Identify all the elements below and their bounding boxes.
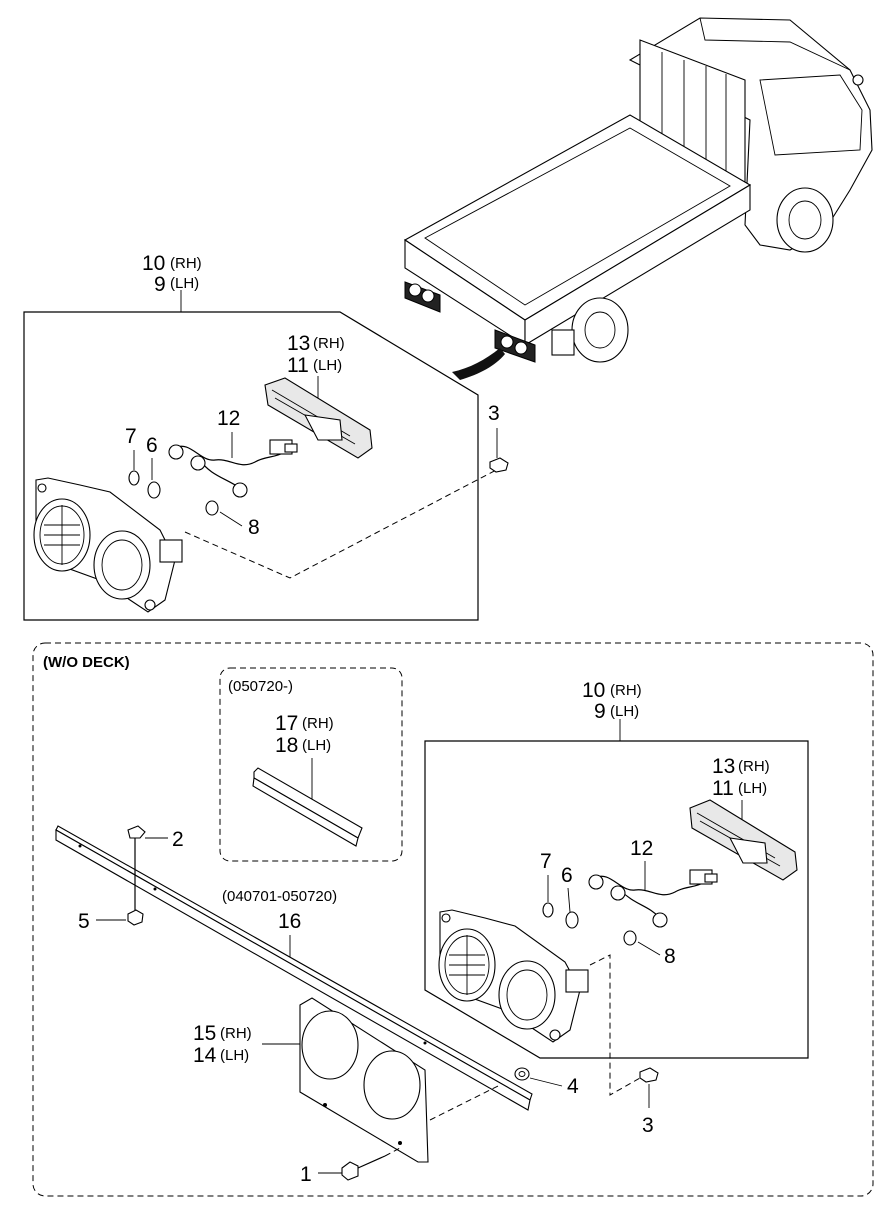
bottom-wire-harness [588, 869, 718, 928]
bottom-label-8: 8 [664, 945, 676, 968]
top-wire-harness [168, 439, 298, 498]
bottom-nut [639, 1067, 659, 1083]
top-label-6: 6 [146, 434, 158, 457]
bottom-label-13: 13 [712, 755, 735, 778]
bottom-label-13-side: (RH) [738, 758, 770, 775]
top-label-8: 8 [248, 516, 260, 539]
label-4: 4 [567, 1075, 579, 1098]
wo-deck-frame [32, 642, 874, 1197]
bottom-label-10-side: (RH) [610, 682, 642, 699]
label-14: 14 [193, 1044, 217, 1067]
bolt-2 [127, 825, 146, 910]
bottom-label-11: 11 [712, 777, 734, 800]
top-label-9-side: (LH) [170, 275, 199, 292]
date-box-frame [219, 667, 403, 862]
top-label-10-side: (RH) [170, 255, 202, 272]
bottom-assembly-frame [424, 740, 809, 1059]
label-18-side: (LH) [302, 737, 331, 754]
bottom-reflector-part [689, 799, 798, 881]
nut-4 [514, 1067, 530, 1081]
label-18: 18 [275, 734, 298, 757]
plate-14-15 [299, 997, 429, 1163]
label-1: 1 [300, 1163, 312, 1186]
top-reflector-part [264, 377, 373, 459]
bottom-bulbs [542, 902, 637, 946]
wo-deck-label: (W/O DECK) [43, 654, 130, 671]
range-label: (040701-050720) [222, 888, 337, 905]
top-bulbs [128, 470, 219, 516]
top-label-7: 7 [125, 425, 137, 448]
strip-17-18 [252, 767, 363, 847]
date-box-label: (050720-) [228, 678, 293, 695]
bottom-label-12: 12 [630, 837, 653, 860]
top-label-11: 11 [287, 354, 309, 377]
label-17: 17 [275, 712, 298, 735]
label-14-side: (LH) [220, 1047, 249, 1064]
top-assembly-frame [23, 311, 479, 621]
top-label-10: 10 [142, 252, 165, 275]
top-label-9: 9 [154, 273, 166, 296]
bottom-label-7: 7 [540, 850, 552, 873]
bar-16 [55, 825, 533, 1111]
pointer-arrow [452, 348, 505, 380]
nut-5 [127, 909, 144, 926]
top-label-12: 12 [217, 407, 240, 430]
top-label-13: 13 [287, 332, 310, 355]
top-label-3: 3 [488, 402, 500, 425]
truck-tail-lamp-left [404, 281, 441, 313]
label-15-side: (RH) [220, 1025, 252, 1042]
bottom-label-10: 10 [582, 679, 605, 702]
label-16: 16 [278, 910, 301, 933]
bottom-label-6: 6 [561, 864, 573, 887]
bolt-1 [341, 1155, 386, 1181]
top-label-11-side: (LH) [313, 357, 342, 374]
top-nut [489, 457, 509, 473]
label-2: 2 [172, 828, 184, 851]
bottom-label-11-side: (LH) [738, 780, 767, 797]
bottom-label-9-side: (LH) [610, 703, 639, 720]
top-tail-lamp [33, 477, 183, 613]
bottom-label-3: 3 [642, 1114, 654, 1137]
truck-illustration [403, 17, 873, 380]
bottom-label-9: 9 [594, 700, 606, 723]
truck-tail-lamp-right [494, 329, 536, 363]
bottom-tail-lamp [438, 909, 589, 1043]
label-15: 15 [193, 1022, 216, 1045]
label-5: 5 [78, 910, 90, 933]
label-17-side: (RH) [302, 715, 334, 732]
top-label-13-side: (RH) [313, 335, 345, 352]
